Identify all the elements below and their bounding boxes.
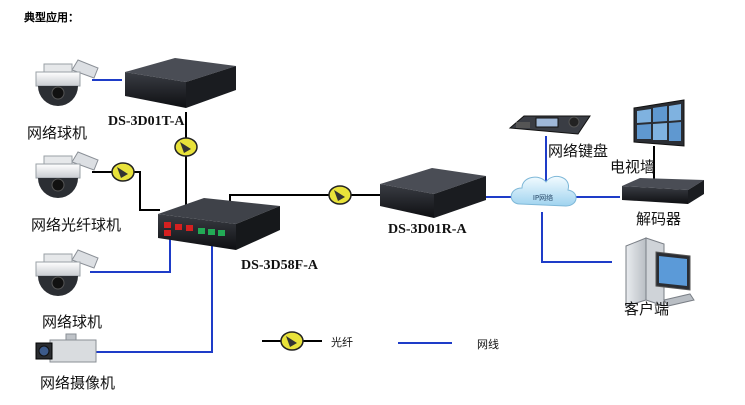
label-network-keyboard: 网络键盘 [548, 142, 609, 160]
label-dome-camera-1: 网络球机 [27, 124, 88, 142]
ip-network-cloud-icon: IP网络 [510, 175, 577, 207]
section-title: 典型应用： [24, 11, 79, 24]
label-client: 客户端 [624, 300, 670, 318]
box-camera-icon [35, 333, 97, 363]
cable-ip-to-client [541, 212, 612, 263]
cable-camera-to-switch [92, 232, 213, 353]
fiber-dome-camera-icon [35, 151, 99, 198]
legend-network-cable-label: 网线 [477, 338, 499, 351]
label-network-camera: 网络摄像机 [40, 374, 116, 392]
fiber-badge-icon [280, 331, 304, 351]
network-keyboard-icon [508, 115, 591, 135]
cable-dome2-to-switch [90, 230, 171, 273]
label-dome-camera-2: 网络球机 [42, 313, 103, 331]
receiver-device-icon [380, 168, 486, 218]
legend [262, 331, 452, 351]
label-tv-wall: 电视墙 [610, 158, 656, 176]
label-fiber-dome-camera: 网络光纤球机 [31, 216, 122, 234]
label-decoder: 解码器 [636, 210, 682, 228]
transmitter-device-icon [125, 58, 236, 108]
dome-camera-icon [35, 249, 99, 296]
ip-network-label: IP网络 [533, 193, 553, 202]
label-switch-model: DS-3D58F-A [241, 258, 318, 273]
client-computer-icon [625, 237, 695, 307]
decoder-device-icon [622, 178, 704, 204]
fiber-badge-icon [328, 185, 352, 205]
label-receiver-model: DS-3D01R-A [388, 222, 467, 237]
legend-fiber-label: 光纤 [331, 336, 353, 349]
fiber-badge-icon [174, 137, 198, 157]
fiber-badge-icon [111, 162, 135, 182]
tv-wall-icon [633, 99, 685, 147]
label-transmitter-model: DS-3D01T-A [108, 114, 185, 129]
switch-device-icon [158, 198, 280, 250]
dome-camera-icon [35, 59, 99, 106]
